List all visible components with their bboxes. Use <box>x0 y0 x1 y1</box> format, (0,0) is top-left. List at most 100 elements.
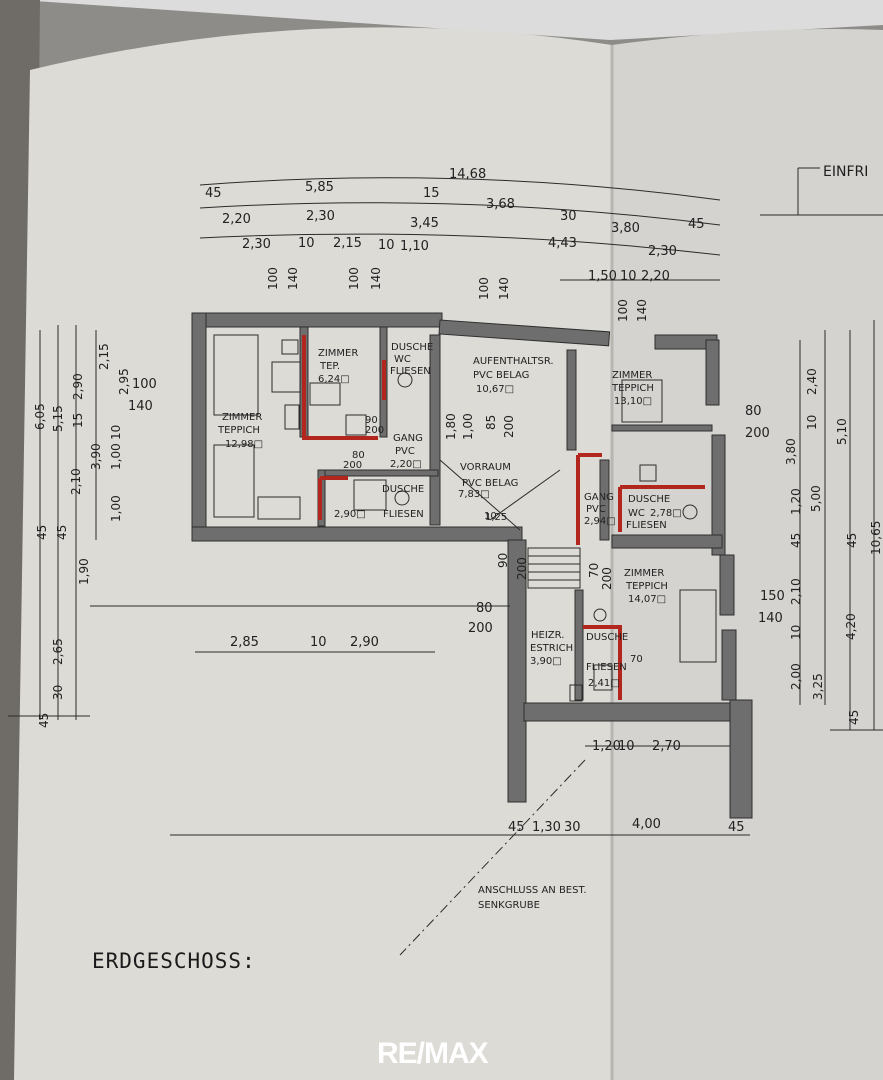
svg-text:2,20□: 2,20□ <box>390 459 422 470</box>
door-dusche4-width: 70 <box>630 654 643 665</box>
room-zimmer1: ZIMMER TEPPICH 12,98□ <box>217 412 263 450</box>
svg-text:3,25: 3,25 <box>811 673 825 700</box>
dim-row2-3: 4,43 <box>548 236 577 251</box>
svg-text:100: 100 <box>347 267 361 290</box>
svg-text:3,90: 3,90 <box>89 443 103 470</box>
svg-text:2,78□: 2,78□ <box>650 508 682 519</box>
svg-text:4,20: 4,20 <box>844 613 858 640</box>
svg-text:DUSCHE: DUSCHE <box>628 494 670 505</box>
dim-row3-5: 2,30 <box>648 244 677 259</box>
dim-row3-3: 10 <box>378 238 395 253</box>
opening-left-top: 100 <box>132 377 157 392</box>
svg-text:2,00: 2,00 <box>789 663 803 690</box>
svg-text:1,00: 1,00 <box>109 443 123 470</box>
svg-text:2,90: 2,90 <box>71 373 85 400</box>
top-dimension-lines <box>199 167 883 281</box>
room-zimmer4: ZIMMER TEPPICH 14,07□ <box>624 568 668 605</box>
exterior-walls <box>191 312 753 819</box>
svg-text:100: 100 <box>266 267 280 290</box>
svg-text:ZIMMER: ZIMMER <box>222 412 262 423</box>
svg-text:TEPPICH: TEPPICH <box>611 383 654 394</box>
room-gang2: GANG PVC 2,94□ <box>584 492 616 527</box>
svg-text:FLIESEN: FLIESEN <box>626 520 667 531</box>
door-heizr-height: 200 <box>468 621 493 636</box>
dim-row3-0: 2,30 <box>242 237 271 252</box>
door-aufenthalt-height: 1,80 <box>444 413 458 440</box>
svg-text:HEIZR.: HEIZR. <box>531 630 564 641</box>
svg-text:45: 45 <box>847 710 861 725</box>
svg-text:TEP.: TEP. <box>319 361 340 372</box>
stair-height: 1,25 <box>485 512 507 523</box>
svg-text:140: 140 <box>497 277 511 300</box>
svg-text:2,40: 2,40 <box>805 368 819 395</box>
svg-text:45: 45 <box>35 525 49 540</box>
svg-text:10,67□: 10,67□ <box>476 384 514 395</box>
corner-label: EINFRI <box>823 164 868 180</box>
dim-bottom1-2: 2,90 <box>350 635 379 650</box>
door-heizr-width: 80 <box>476 601 493 616</box>
svg-text:10: 10 <box>789 625 803 640</box>
svg-text:2,10: 2,10 <box>69 468 83 495</box>
svg-text:5,15: 5,15 <box>51 405 65 432</box>
dim-row1-1: 5,85 <box>305 180 334 195</box>
svg-text:15: 15 <box>71 413 85 428</box>
opening-right2-bottom: 140 <box>758 611 783 626</box>
dim-row2-0: 2,20 <box>222 212 251 227</box>
dim-row4-2: 2,20 <box>641 269 670 284</box>
door-swings <box>399 459 586 956</box>
svg-text:TEPPICH: TEPPICH <box>217 425 260 436</box>
brand-watermark: RE/MAX <box>377 1037 489 1070</box>
dim-bottom3-1: 1,30 <box>532 820 561 835</box>
dim-row1-5: 3,80 <box>611 221 640 236</box>
svg-text:30: 30 <box>51 685 65 700</box>
dim-bottom2-0: 1,20 <box>592 739 621 754</box>
svg-text:2,94□: 2,94□ <box>584 516 616 527</box>
plan-title: ERDGESCHOSS: <box>92 949 256 973</box>
svg-text:3,80: 3,80 <box>784 438 798 465</box>
dim-row2-2: 3,45 <box>410 216 439 231</box>
room-zimmer3: ZIMMER TEPPICH 13,10□ <box>611 370 654 407</box>
svg-text:140: 140 <box>286 267 300 290</box>
opening-left-bottom: 140 <box>128 399 153 414</box>
svg-text:VORRAUM: VORRAUM <box>460 462 511 473</box>
dim-bottom2-2: 2,70 <box>652 739 681 754</box>
svg-text:1,90: 1,90 <box>77 558 91 585</box>
svg-text:FLIESEN: FLIESEN <box>586 662 627 673</box>
room-dusche4: DUSCHE FLIESEN 2,41□ <box>586 632 628 689</box>
svg-text:DUSCHE: DUSCHE <box>586 632 628 643</box>
dim-bottom1-1: 10 <box>310 635 327 650</box>
svg-text:6,24□: 6,24□ <box>318 374 350 385</box>
svg-text:AUFENTHALTSR.: AUFENTHALTSR. <box>473 356 554 367</box>
svg-text:10,65: 10,65 <box>869 521 883 555</box>
left-page <box>14 27 612 1080</box>
svg-text:100: 100 <box>616 299 630 322</box>
dim-row4-1: 10 <box>620 269 637 284</box>
svg-text:PVC BELAG: PVC BELAG <box>473 370 529 381</box>
door-zimmer4-height: 200 <box>600 567 614 590</box>
staircase <box>527 547 581 589</box>
svg-text:2,90□: 2,90□ <box>334 509 366 520</box>
svg-text:2,95: 2,95 <box>117 368 131 395</box>
left-dimension-lines <box>8 325 97 720</box>
dim-row1-6: 45 <box>688 217 705 232</box>
door-gang1-width: 80 <box>352 450 365 461</box>
dim-row3-1: 10 <box>298 236 315 251</box>
svg-text:13,10□: 13,10□ <box>614 396 652 407</box>
dim-bottom3-2: 30 <box>564 820 581 835</box>
svg-text:GANG: GANG <box>584 492 614 503</box>
dim-row1-4: 30 <box>560 209 577 224</box>
svg-text:ZIMMER: ZIMMER <box>612 370 652 381</box>
bottom-dimension-lines <box>90 605 750 836</box>
room-aufenthalt: AUFENTHALTSR. PVC BELAG 10,67□ <box>473 356 554 395</box>
svg-text:WC: WC <box>394 354 411 365</box>
room-dusche1: DUSCHE WC FLIESEN <box>390 342 433 377</box>
opening-heights-top: 100 140 100 140 100 140 100 140 <box>266 267 649 322</box>
room-vorraum: VORRAUM PVC BELAG 7,83□ <box>458 462 518 500</box>
svg-text:ESTRICH: ESTRICH <box>530 643 573 654</box>
dim-row3-4: 1,10 <box>400 239 429 254</box>
svg-text:DUSCHE: DUSCHE <box>382 484 424 495</box>
furniture-fixtures <box>213 334 717 702</box>
left-dimension-labels: 6,05 5,15 2,15 2,90 2,95 15 3,90 2,10 1,… <box>33 343 131 728</box>
door-zimmer4-width: 70 <box>587 563 601 578</box>
svg-text:45: 45 <box>789 533 803 548</box>
